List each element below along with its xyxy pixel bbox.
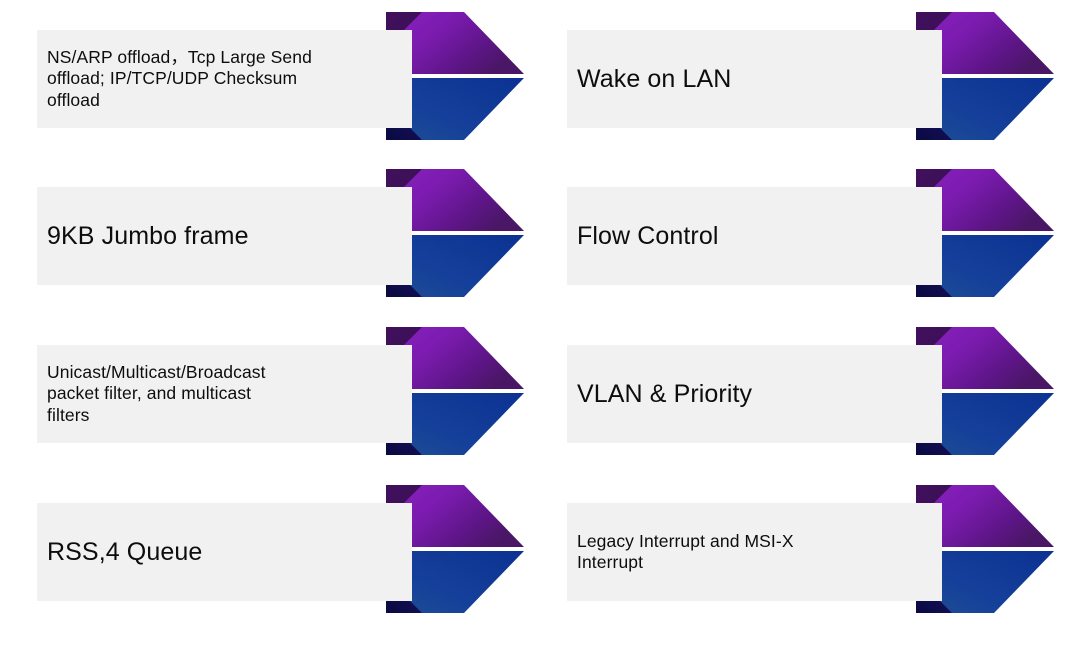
feature-item-wake-on-lan[interactable]: Wake on LAN (530, 0, 1070, 160)
feature-label-text: Wake on LAN (577, 64, 732, 93)
feature-label-text: Legacy Interrupt and MSI-X Interrupt (577, 530, 794, 572)
feature-item-vlan-priority[interactable]: VLAN & Priority (530, 315, 1070, 475)
feature-item-offload-features[interactable]: NS/ARP offload，Tcp Large Send offload; I… (0, 0, 540, 160)
feature-label-text: 9KB Jumbo frame (47, 221, 249, 250)
feature-label-bar[interactable]: VLAN & Priority (567, 345, 942, 443)
feature-label-text: Flow Control (577, 221, 719, 250)
feature-label-text: RSS,4 Queue (47, 537, 203, 566)
feature-item-rss-queue[interactable]: RSS,4 Queue (0, 473, 540, 633)
feature-item-flow-control[interactable]: Flow Control (530, 157, 1070, 317)
feature-label-text: VLAN & Priority (577, 379, 753, 408)
feature-label-bar[interactable]: Wake on LAN (567, 30, 942, 128)
feature-label-text: NS/ARP offload，Tcp Large Send offload; I… (47, 46, 312, 110)
feature-label-bar[interactable]: 9KB Jumbo frame (37, 187, 412, 285)
feature-label-text: Unicast/Multicast/Broadcast packet filte… (47, 361, 266, 425)
feature-label-bar[interactable]: Unicast/Multicast/Broadcast packet filte… (37, 345, 412, 443)
feature-label-bar[interactable]: Flow Control (567, 187, 942, 285)
feature-item-packet-filter[interactable]: Unicast/Multicast/Broadcast packet filte… (0, 315, 540, 475)
chevron-arrow-icon (908, 165, 1054, 301)
right-column: Wake on LAN (530, 0, 1070, 649)
feature-item-jumbo-frame[interactable]: 9KB Jumbo frame (0, 157, 540, 317)
chevron-arrow-icon (378, 323, 524, 459)
left-column: NS/ARP offload，Tcp Large Send offload; I… (0, 0, 540, 633)
feature-label-bar[interactable]: Legacy Interrupt and MSI-X Interrupt (567, 503, 942, 601)
feature-label-bar[interactable]: NS/ARP offload，Tcp Large Send offload; I… (37, 30, 412, 128)
feature-label-bar[interactable]: RSS,4 Queue (37, 503, 412, 601)
feature-item-interrupts[interactable]: Legacy Interrupt and MSI-X Interrupt (530, 473, 1070, 633)
